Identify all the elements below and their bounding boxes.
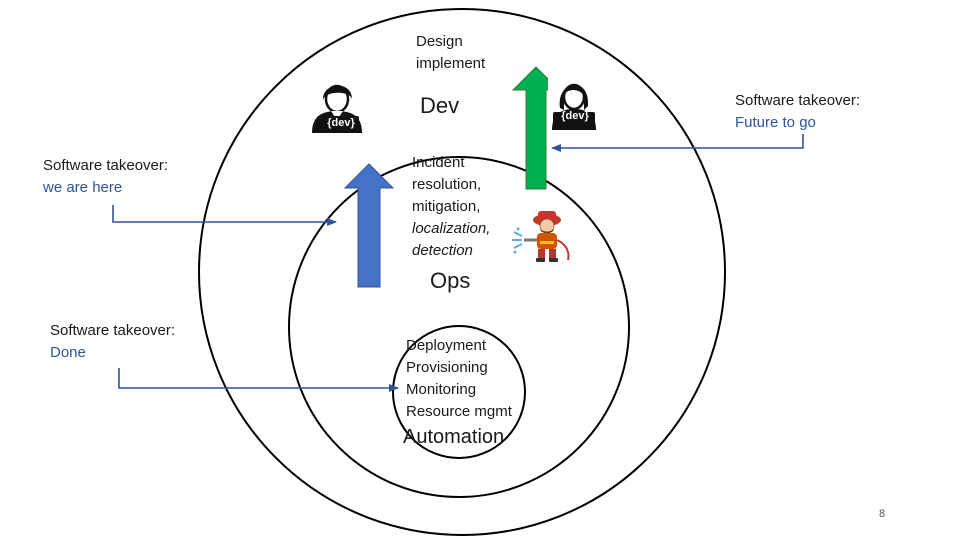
ops-activity: localization,	[412, 220, 491, 237]
page-number: 8	[879, 508, 886, 520]
dev-badge-right: {dev}	[561, 110, 589, 122]
design-implement-label: Design implement	[416, 31, 485, 75]
ops-activity: mitigation,	[412, 198, 481, 215]
automation-task: Provisioning	[406, 359, 488, 376]
automation-task: Resource mgmt	[406, 403, 512, 420]
here-annotation-status: we are here	[43, 179, 123, 196]
ops-to-dev-arrow	[343, 163, 395, 288]
ops-circle	[288, 156, 630, 498]
dev-badge-left: {dev}	[327, 117, 355, 129]
future-annotation-title: Software takeover:	[735, 92, 861, 109]
future-pointer-line	[551, 134, 804, 152]
automation-label: Automation	[403, 426, 505, 448]
developer-female-icon	[548, 70, 604, 132]
firefighter-icon	[512, 211, 570, 262]
design-text: Design	[416, 33, 463, 50]
done-annotation-status: Done	[50, 344, 86, 361]
future-annotation-status: Future to go	[735, 114, 816, 131]
automation-task: Monitoring	[406, 381, 477, 398]
ops-activity: detection	[412, 242, 473, 259]
done-pointer-line	[118, 368, 399, 392]
automation-task: Deployment	[406, 337, 487, 354]
dev-label: Dev	[420, 93, 460, 118]
ops-activities-list: Incident resolution, mitigation, localiz…	[412, 152, 490, 262]
implement-text: implement	[416, 55, 486, 72]
future-annotation: Software takeover: Future to go	[735, 90, 860, 134]
done-annotation-title: Software takeover:	[50, 322, 176, 339]
automation-tasks-list: Deployment Provisioning Monitoring Resou…	[406, 335, 512, 423]
developer-male-icon	[306, 73, 366, 135]
here-annotation: Software takeover: we are here	[43, 155, 168, 199]
here-pointer-line	[112, 205, 337, 226]
automation-circle	[392, 325, 526, 459]
ops-label: Ops	[430, 268, 471, 293]
done-annotation: Software takeover: Done	[50, 320, 175, 364]
ops-activity: Incident	[412, 154, 465, 171]
future-takeover-arrow	[511, 66, 561, 190]
dev-circle	[198, 8, 726, 536]
ops-activity: resolution,	[412, 176, 482, 193]
here-annotation-title: Software takeover:	[43, 157, 169, 174]
